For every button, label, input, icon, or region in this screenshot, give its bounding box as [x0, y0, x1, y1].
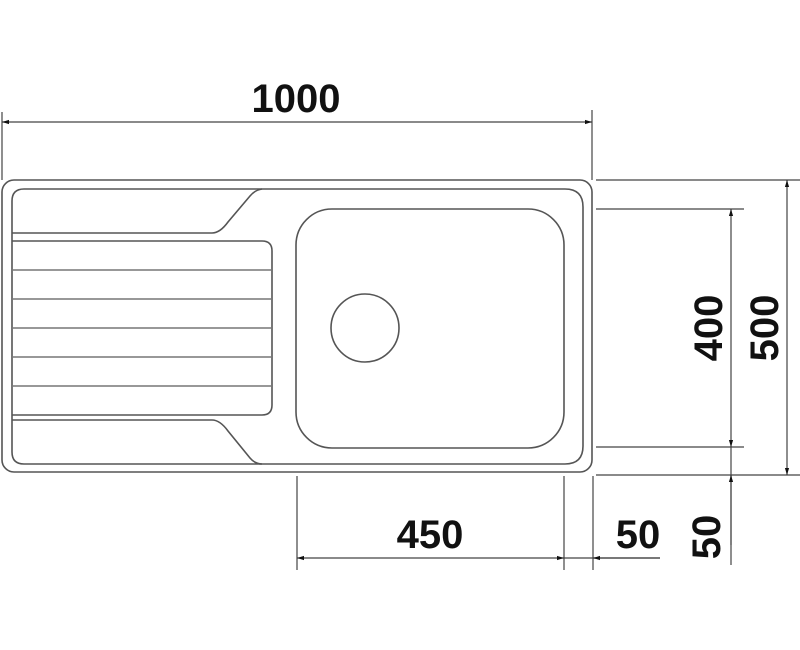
- drain-hole: [330, 293, 400, 363]
- drainboard-grooves: [13, 269, 272, 387]
- sink-outer-rim: [1, 179, 593, 473]
- dimension-label-right-offset: 50: [616, 513, 661, 557]
- dimension-lines: [1, 110, 800, 570]
- sink-bowl: [295, 208, 565, 449]
- drainboard: [12, 188, 263, 234]
- dimension-label-bottom-offset: 50: [685, 515, 729, 560]
- dimension-label-bowl-depth: 400: [687, 295, 731, 362]
- sink-outline: [1, 179, 593, 473]
- drainboard-lower-edge: [12, 419, 263, 465]
- dimension-label-bowl-width: 450: [397, 513, 464, 557]
- dimension-label-overall-depth: 500: [743, 295, 787, 362]
- dimension-label-overall-width: 1000: [252, 77, 341, 121]
- sink-inner-rim: [11, 188, 584, 465]
